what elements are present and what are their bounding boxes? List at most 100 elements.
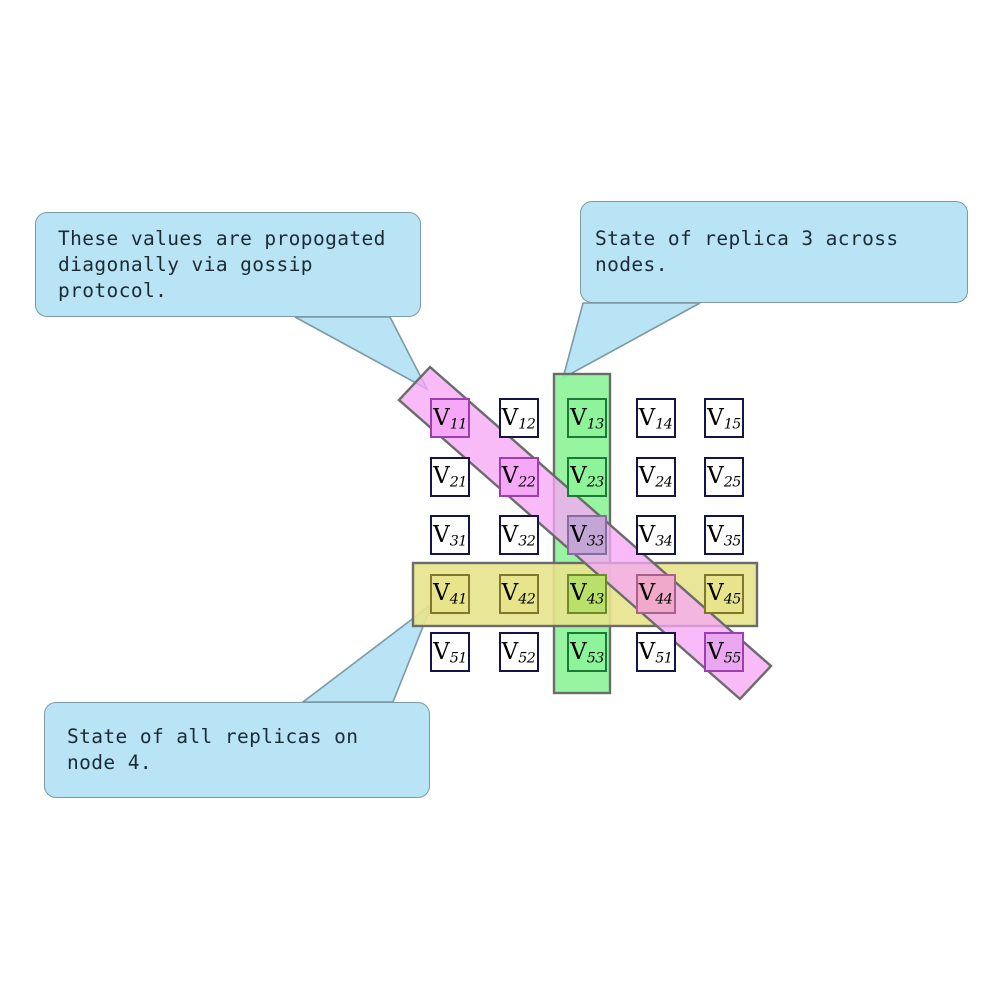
cell-subscript: 41 xyxy=(449,591,468,608)
grid-cell-12[interactable]: V12 xyxy=(498,398,539,438)
grid-cell-55[interactable]: V55 xyxy=(704,632,744,672)
cell-symbol: V xyxy=(570,580,587,607)
callout-node-text: State of all replicas on node 4. xyxy=(67,725,359,774)
cell-subscript: 14 xyxy=(655,416,673,433)
grid-cell-label: V24 xyxy=(639,465,673,490)
cell-subscript: 25 xyxy=(723,474,742,491)
cell-subscript: 23 xyxy=(586,474,605,491)
grid-cell-24[interactable]: V24 xyxy=(635,456,676,497)
cell-symbol: V xyxy=(638,463,656,490)
grid-cell-label: V13 xyxy=(570,404,605,433)
callout-replica-text: State of replica 3 across nodes. xyxy=(595,227,899,276)
grid-cell-label: V51 xyxy=(638,638,673,667)
grid-cell-label: V51 xyxy=(433,638,468,667)
cell-subscript: 12 xyxy=(518,416,536,433)
grid-cell-23[interactable]: V23 xyxy=(567,456,607,497)
grid-cell-53[interactable]: V53 xyxy=(567,632,607,672)
cell-symbol: V xyxy=(638,580,656,607)
grid-cell-label: V33 xyxy=(570,523,605,550)
cell-symbol: V xyxy=(707,580,724,607)
cell-subscript: 24 xyxy=(655,474,673,491)
cell-subscript: 43 xyxy=(586,591,605,608)
cell-symbol: V xyxy=(433,463,450,490)
grid-cell-52[interactable]: V52 xyxy=(498,632,539,672)
cell-subscript: 33 xyxy=(586,533,605,550)
cell-symbol: V xyxy=(707,638,724,665)
grid-cell-51[interactable]: V51 xyxy=(430,632,470,672)
grid-cell-11[interactable]: V11 xyxy=(430,398,470,438)
cell-subscript: 31 xyxy=(449,533,468,550)
grid-cell-label: V55 xyxy=(707,638,742,667)
grid-cell-label: V42 xyxy=(502,582,536,607)
cell-subscript: 52 xyxy=(518,650,536,667)
grid-cell-41[interactable]: V41 xyxy=(430,573,470,614)
grid-cell-33[interactable]: V33 xyxy=(567,515,607,555)
cell-subscript: 32 xyxy=(518,533,536,550)
cell-symbol: V xyxy=(570,638,587,665)
grid-cell-label: V22 xyxy=(502,465,536,490)
grid-cell-label: V12 xyxy=(501,404,536,433)
cell-symbol: V xyxy=(501,580,519,607)
cell-subscript: 15 xyxy=(723,416,742,433)
grid-cell-21[interactable]: V21 xyxy=(430,456,470,497)
grid-cell-45[interactable]: V45 xyxy=(704,573,744,614)
callout-tail-replica xyxy=(561,302,701,380)
grid-cell-43[interactable]: V43 xyxy=(567,573,607,614)
cell-symbol: V xyxy=(570,463,587,490)
grid-cell-label: V15 xyxy=(707,404,742,433)
grid-cell-15[interactable]: V15 xyxy=(704,398,744,438)
cell-subscript: 34 xyxy=(655,533,673,550)
cell-subscript: 35 xyxy=(723,533,742,550)
grid-cell-label: V53 xyxy=(570,638,605,667)
grid-cell-31[interactable]: V31 xyxy=(430,515,470,555)
cell-subscript: 13 xyxy=(586,416,605,433)
grid-cell-label: V41 xyxy=(433,582,467,607)
grid-cell-42[interactable]: V42 xyxy=(498,573,539,614)
cell-symbol: V xyxy=(707,463,724,490)
cell-subscript: 55 xyxy=(723,650,742,667)
grid-cell-34[interactable]: V34 xyxy=(635,515,676,555)
grid-cell-label: V11 xyxy=(433,404,468,433)
grid-cell-22[interactable]: V22 xyxy=(498,456,539,497)
callout-node-row: State of all replicas on node 4. xyxy=(44,702,430,798)
grid-cell-label: V45 xyxy=(707,582,741,607)
grid-cell-13[interactable]: V13 xyxy=(567,398,607,438)
cell-subscript: 11 xyxy=(449,416,468,433)
cell-symbol: V xyxy=(707,521,724,548)
grid-cell-label: V23 xyxy=(570,465,604,490)
cell-symbol: V xyxy=(570,404,587,431)
grid-cell-label: V35 xyxy=(707,521,742,550)
cell-symbol: V xyxy=(638,638,656,665)
grid-cell-44[interactable]: V44 xyxy=(635,573,676,614)
callout-replica-column: State of replica 3 across nodes. xyxy=(580,201,968,303)
grid-cell-14[interactable]: V14 xyxy=(635,398,676,438)
cell-symbol: V xyxy=(707,404,724,431)
grid-cell-label: V14 xyxy=(638,404,673,433)
cell-subscript: 53 xyxy=(586,650,605,667)
cell-symbol: V xyxy=(501,404,519,431)
cell-subscript: 51 xyxy=(655,650,673,667)
callout-gossip-propagation: These values are propogated diagonally v… xyxy=(35,212,421,317)
grid-cell-25[interactable]: V25 xyxy=(704,456,744,497)
grid-cell-32[interactable]: V32 xyxy=(498,515,539,555)
cell-subscript: 42 xyxy=(518,591,536,608)
grid-cell-35[interactable]: V35 xyxy=(704,515,744,555)
grid-cell-label: V32 xyxy=(501,521,536,550)
callout-gossip-text: These values are propogated diagonally v… xyxy=(58,226,386,302)
grid-cell-label: V21 xyxy=(433,465,467,490)
cell-symbol: V xyxy=(433,521,450,548)
grid-cell-label: V31 xyxy=(433,521,468,550)
cell-symbol: V xyxy=(638,404,656,431)
cell-symbol: V xyxy=(501,463,519,490)
cell-subscript: 21 xyxy=(449,474,468,491)
cell-symbol: V xyxy=(433,638,450,665)
cell-subscript: 45 xyxy=(723,591,742,608)
grid-cell-51[interactable]: V51 xyxy=(635,632,676,672)
cell-subscript: 51 xyxy=(449,650,468,667)
grid-cell-label: V43 xyxy=(570,582,604,607)
cell-symbol: V xyxy=(433,404,450,431)
callout-tail-gossip xyxy=(294,316,429,391)
cell-symbol: V xyxy=(501,521,519,548)
